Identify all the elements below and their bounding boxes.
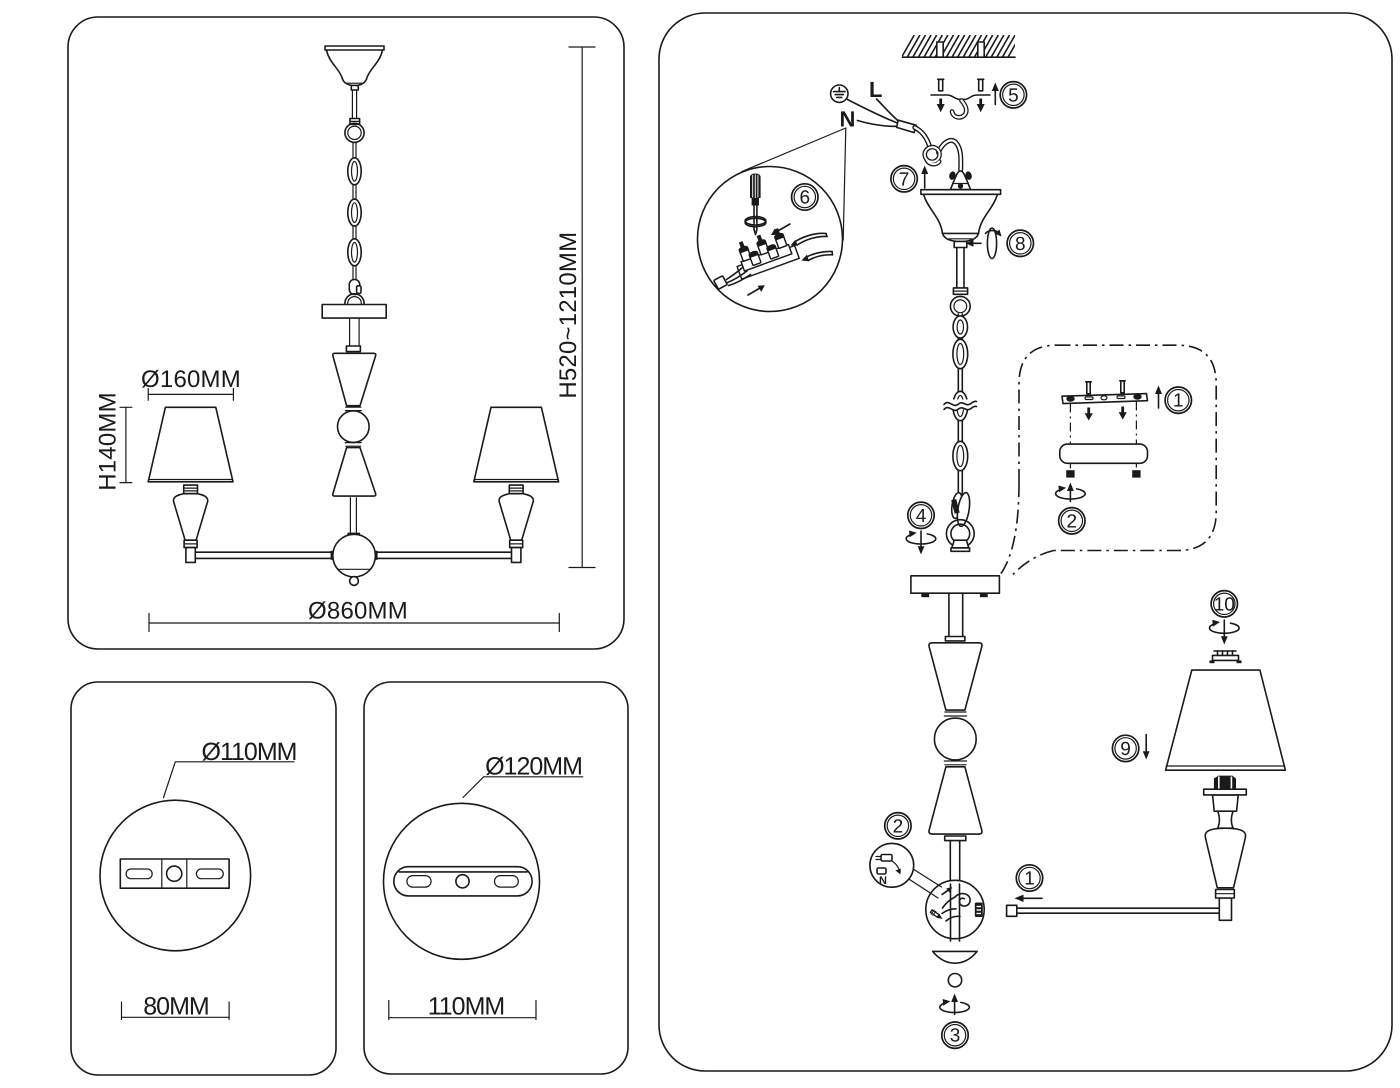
- svg-text:1: 1: [1024, 869, 1035, 890]
- svg-text:8: 8: [1015, 234, 1026, 255]
- svg-text:1: 1: [1173, 391, 1184, 412]
- svg-text:H520~1210MM: H520~1210MM: [555, 232, 582, 399]
- svg-text:Ø120MM: Ø120MM: [485, 753, 582, 781]
- svg-text:7: 7: [899, 169, 910, 190]
- svg-text:5: 5: [1008, 85, 1019, 106]
- svg-text:L: L: [869, 77, 882, 102]
- svg-text:10: 10: [1214, 594, 1235, 615]
- svg-text:Ø860MM: Ø860MM: [308, 598, 408, 625]
- svg-text:H140MM: H140MM: [95, 392, 122, 491]
- svg-text:3: 3: [950, 1026, 961, 1047]
- svg-text:Ø160MM: Ø160MM: [141, 366, 241, 393]
- svg-text:2: 2: [1067, 511, 1078, 532]
- svg-text:N: N: [879, 875, 887, 887]
- svg-text:4: 4: [916, 506, 927, 527]
- svg-text:N: N: [840, 107, 856, 132]
- svg-text:80MM: 80MM: [143, 993, 208, 1021]
- svg-text:9: 9: [1120, 739, 1131, 760]
- svg-text:6: 6: [800, 188, 811, 209]
- svg-text:110MM: 110MM: [428, 993, 505, 1021]
- svg-text:2: 2: [893, 816, 904, 837]
